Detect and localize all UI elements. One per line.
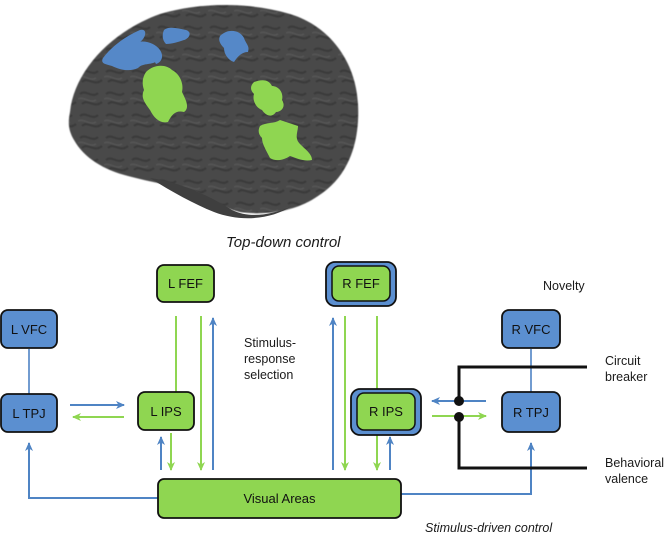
node-l-fef-label: L FEF [168, 276, 203, 291]
circuit-breaker-annotation: Circuit breaker [605, 354, 647, 384]
novelty-label: Novelty [543, 279, 585, 293]
behavioral-valence-line [457, 417, 587, 470]
brain-region-blue-2 [138, 41, 163, 64]
brain-region-blue-1 [102, 29, 159, 71]
node-r-fef-label: R FEF [342, 276, 380, 291]
behavioral-valence-junction [454, 412, 464, 422]
behavioral-valence-line-2: valence [605, 472, 648, 486]
node-r-vfc-label: R VFC [512, 322, 551, 337]
brain-region-blue-4 [219, 30, 249, 62]
brain-region-green-3 [258, 120, 312, 161]
node-visual-areas[interactable]: Visual Areas [157, 478, 402, 519]
node-l-vfc[interactable]: L VFC [0, 309, 58, 349]
node-l-tpj-label: L TPJ [12, 406, 45, 421]
circuit-breaker-line [457, 365, 587, 401]
stimulus-response-line-1: Stimulus- [244, 336, 296, 350]
behavioral-valence-annotation: Behavioral valence [605, 456, 664, 486]
node-l-fef[interactable]: L FEF [156, 264, 215, 303]
brain-region-green-1 [142, 65, 188, 123]
behavioral-valence-line-1: Behavioral [605, 456, 664, 470]
node-r-tpj[interactable]: R TPJ [501, 391, 561, 433]
connections [25, 316, 587, 499]
brain-surface [68, 5, 359, 214]
node-l-ips[interactable]: L IPS [137, 391, 195, 431]
circuit-breaker-line-1: Circuit [605, 354, 641, 368]
brain-region-green-2 [251, 80, 284, 116]
node-r-ips[interactable]: R IPS [350, 388, 422, 436]
node-l-tpj[interactable]: L TPJ [0, 393, 58, 433]
circuit-breaker-junction [454, 396, 464, 406]
node-visual-areas-label: Visual Areas [243, 491, 316, 506]
node-l-vfc-label: L VFC [11, 322, 47, 337]
node-r-ips-label: R IPS [369, 404, 403, 419]
node-l-ips-label: L IPS [150, 404, 182, 419]
stimulus-response-line-3: selection [244, 368, 293, 382]
node-r-vfc[interactable]: R VFC [501, 309, 561, 349]
arrow-visual-to-rtpj [401, 442, 535, 495]
arrow-visual-to-ltpj [25, 442, 158, 499]
node-r-fef[interactable]: R FEF [325, 261, 397, 307]
node-r-tpj-label: R TPJ [513, 405, 549, 420]
circuit-breaker-line-2: breaker [605, 370, 647, 384]
temporal-lobe [150, 178, 292, 219]
stimulus-response-annotation: Stimulus- response selection [244, 336, 296, 382]
stimulus-response-line-2: response [244, 352, 295, 366]
brain-illustration [68, 5, 359, 219]
brain-region-blue-3 [162, 27, 190, 44]
top-down-control-title: Top-down control [226, 234, 341, 251]
stimulus-driven-control-title: Stimulus-driven control [425, 521, 553, 535]
